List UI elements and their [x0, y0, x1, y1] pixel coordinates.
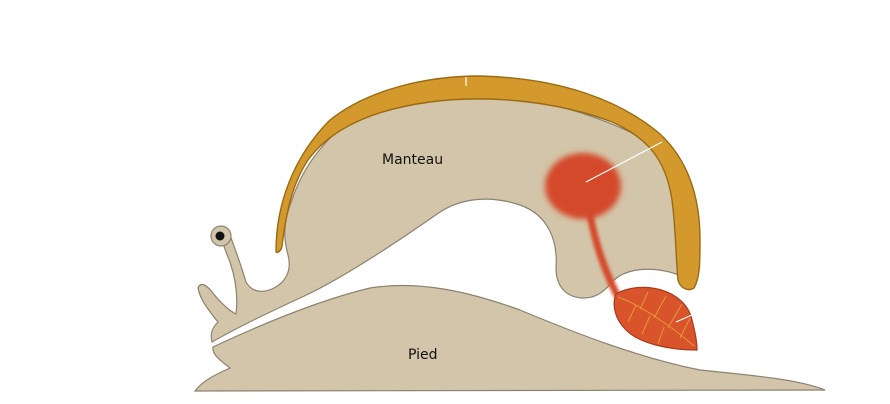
leaf-veins — [617, 291, 695, 347]
mantle-label: Manteau — [382, 152, 443, 168]
digestive-gland — [545, 153, 621, 219]
digestive-duct — [586, 211, 621, 299]
organ-pointer-line — [585, 141, 663, 183]
foot-shape — [193, 284, 826, 392]
leaf-icon — [613, 286, 698, 351]
foot-label: Pied — [408, 347, 438, 363]
eye-icon — [215, 231, 225, 241]
leaf-pointer-line — [675, 313, 695, 323]
shell — [275, 75, 701, 291]
